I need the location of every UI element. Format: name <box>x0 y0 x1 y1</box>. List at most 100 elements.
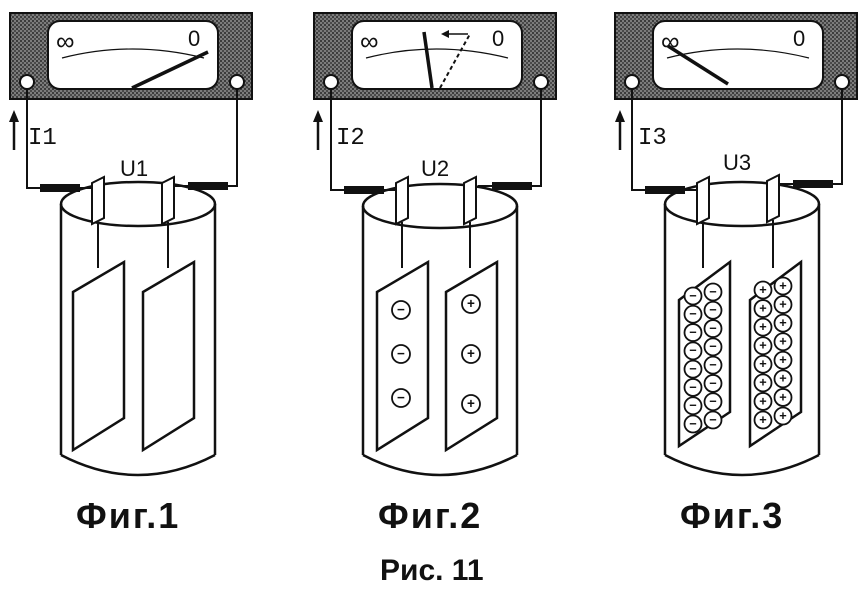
voltage-label: U3 <box>723 150 751 175</box>
charge-sign: − <box>397 390 405 405</box>
charge-sign: − <box>689 398 696 413</box>
circuit-wires <box>631 89 843 194</box>
negative-charge-icon <box>391 300 411 320</box>
negative-charge-icon <box>703 319 723 338</box>
negative-charge-icon <box>683 323 703 342</box>
negative-charge-icon <box>683 304 703 324</box>
figure-main-caption: Рис. 11 <box>380 554 484 587</box>
figure-caption: Фиг.3 <box>680 495 784 536</box>
zero-symbol: 0 <box>492 26 504 51</box>
charge-sign: + <box>759 393 766 408</box>
galvanometer: ∞ 0 <box>9 12 253 100</box>
galvanometer: ∞ 0 <box>313 12 557 100</box>
negative-charge-icon <box>683 414 703 434</box>
charge-sign: + <box>779 408 786 423</box>
right-terminal <box>834 74 850 90</box>
right-terminal <box>533 74 549 90</box>
negative-charge-icon <box>683 286 703 306</box>
meter-needle <box>131 50 209 90</box>
charge-sign: − <box>709 375 716 390</box>
negative-charge-icon <box>683 396 703 416</box>
charge-sign: − <box>709 357 716 372</box>
figure-3: ∞ 0 I3 U3 <box>614 12 858 536</box>
charge-sign: − <box>689 324 696 339</box>
charge-sign: + <box>779 352 786 367</box>
charge-sign: + <box>467 396 475 411</box>
negative-charge-icon <box>683 341 703 361</box>
beaker <box>663 180 821 477</box>
meter-dial-window <box>351 20 523 90</box>
positive-charge-icon <box>753 373 773 393</box>
negative-charge-icon <box>683 359 703 379</box>
charge-sign: + <box>779 315 786 330</box>
right-terminal <box>229 74 245 90</box>
charge-sign: + <box>759 282 766 297</box>
zero-symbol: 0 <box>188 26 200 51</box>
positive-charge-icon <box>773 388 793 407</box>
charge-sign: − <box>689 306 696 321</box>
negative-charge-icon <box>703 374 723 393</box>
current-label: I2 <box>336 125 365 152</box>
charge-sign: − <box>689 343 696 358</box>
charge-sign: − <box>709 412 716 427</box>
figure-caption: Фиг.1 <box>76 495 180 536</box>
negative-charge-icon <box>391 344 411 364</box>
arrow-left-icon <box>441 30 468 38</box>
negative-plate <box>71 259 126 453</box>
charge-sign: − <box>689 361 696 376</box>
voltage-label: U2 <box>421 156 449 181</box>
current-label: I3 <box>638 125 667 152</box>
positive-charge-icon <box>773 350 793 370</box>
negative-charge-icon <box>703 300 723 320</box>
charge-sign: + <box>779 389 786 404</box>
needle-motion-trace <box>439 33 471 89</box>
charge-sign: − <box>709 339 716 354</box>
charge-sign: + <box>759 338 766 353</box>
charge-sign: + <box>779 371 786 386</box>
positive-charge-icon <box>753 336 773 356</box>
current-label: I1 <box>28 125 57 152</box>
charge-sign: − <box>689 379 696 394</box>
charge-sign: − <box>689 288 696 303</box>
positive-charge-icon <box>461 294 481 314</box>
negative-charges: − − − <box>391 300 411 408</box>
meter-dial-window <box>652 20 824 90</box>
figure-caption: Фиг.2 <box>378 495 482 536</box>
plate-connectors <box>91 175 175 268</box>
charge-sign: − <box>397 346 405 361</box>
positive-charge-icon <box>461 344 481 364</box>
meter-scale-arc <box>61 48 205 59</box>
positive-charges: +++ <box>461 294 481 414</box>
negative-charge-icon <box>391 388 411 408</box>
zero-symbol: 0 <box>793 26 805 51</box>
positive-charge-icon <box>773 295 793 314</box>
negative-charge-icon <box>703 392 723 412</box>
positive-charge-icon <box>461 394 481 414</box>
current-arrow-icon <box>313 110 323 150</box>
positive-charge-icon <box>753 299 773 318</box>
positive-plate <box>141 259 196 453</box>
voltage-label: U1 <box>120 156 148 181</box>
positive-charge-icon <box>773 406 793 426</box>
meter-needle <box>422 31 434 89</box>
beaker <box>59 180 217 477</box>
charge-sign: + <box>759 356 766 371</box>
charge-sign: − <box>709 394 716 409</box>
charge-sign: + <box>779 334 786 349</box>
positive-charge-icon <box>753 317 773 337</box>
charge-sign: + <box>779 296 786 311</box>
charge-sign: − <box>397 302 405 317</box>
charge-sign: − <box>709 302 716 317</box>
positive-charge-icon <box>773 332 793 352</box>
negative-charge-icon <box>703 355 723 375</box>
negative-charge-icon <box>703 337 723 357</box>
positive-charge-icon <box>753 392 773 411</box>
charge-sign: − <box>709 284 716 299</box>
positive-charges: ++++++++++++++++ <box>753 276 793 430</box>
plate-connectors <box>395 175 477 268</box>
meter-scale-arc <box>365 48 509 59</box>
charge-sign: − <box>709 320 716 335</box>
positive-charge-icon <box>773 369 793 389</box>
infinity-symbol: ∞ <box>56 26 75 56</box>
